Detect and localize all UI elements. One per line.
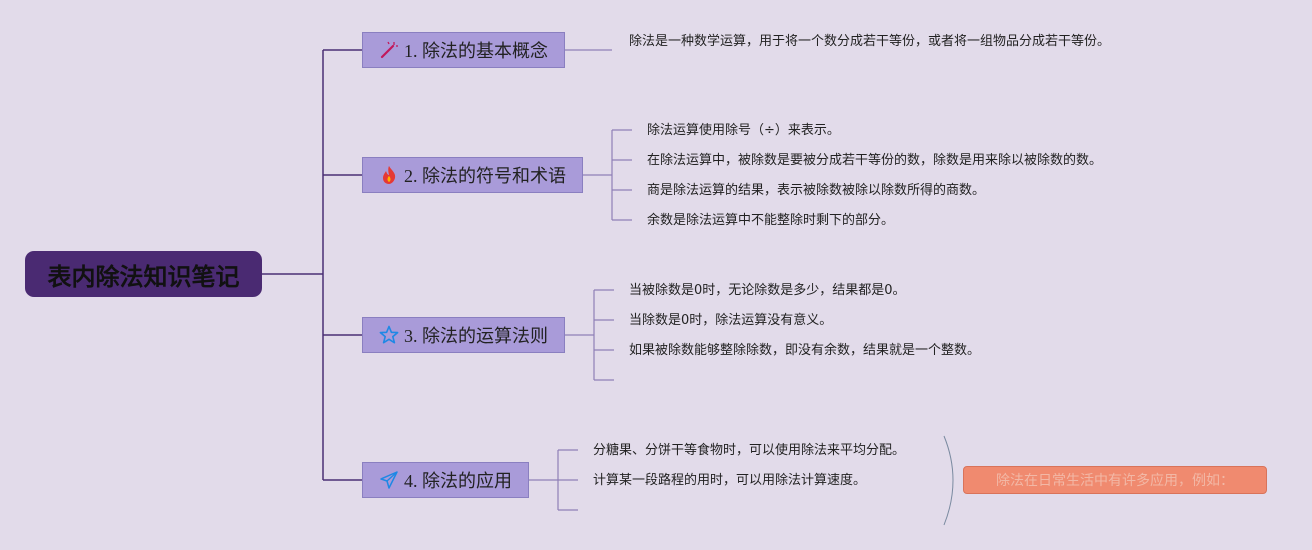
leaf-text: 计算某一段路程的用时，可以用除法计算速度。 <box>593 473 867 488</box>
summary-bracket <box>943 435 954 526</box>
leaf-text: 如果被除数能够整除除数，即没有余数，结果就是一个整数。 <box>629 343 981 358</box>
branch-applications[interactable]: 4. 除法的应用 <box>362 462 529 498</box>
branch-label: 4. 除法的应用 <box>404 471 512 491</box>
leaf-text: 当被除数是0时，无论除数是多少，结果都是0。 <box>629 283 906 298</box>
branch-label: 1. 除法的基本概念 <box>404 41 548 61</box>
fire-icon <box>379 165 399 185</box>
branch-label: 2. 除法的符号和术语 <box>404 166 566 186</box>
summary-note[interactable]: 除法在日常生活中有许多应用，例如： <box>963 466 1267 494</box>
leaf-text: 余数是除法运算中不能整除时剩下的部分。 <box>647 213 895 228</box>
leaf-text: 在除法运算中，被除数是要被分成若干等份的数，除数是用来除以被除数的数。 <box>647 153 1103 168</box>
branch-operation-rules[interactable]: 3. 除法的运算法则 <box>362 317 565 353</box>
root-title: 表内除法知识笔记 <box>47 262 240 291</box>
leaf-text: 当除数是0时，除法运算没有意义。 <box>629 313 833 328</box>
leaf-text: 除法运算使用除号（÷）来表示。 <box>647 123 840 138</box>
leaf-text: 商是除法运算的结果，表示被除数被除以除数所得的商数。 <box>647 183 986 198</box>
branch-label: 3. 除法的运算法则 <box>404 326 548 346</box>
magic-wand-icon <box>379 40 399 60</box>
star-icon <box>379 325 399 345</box>
leaf-text: 除法是一种数学运算，用于将一个数分成若干等份，或者将一组物品分成若干等份。 <box>629 34 1111 49</box>
paper-plane-icon <box>379 470 399 490</box>
root-topic[interactable]: 表内除法知识笔记 <box>25 251 262 297</box>
branch-basic-concept[interactable]: 1. 除法的基本概念 <box>362 32 565 68</box>
branch-symbols-terms[interactable]: 2. 除法的符号和术语 <box>362 157 583 193</box>
leaf-text: 分糖果、分饼干等食物时，可以使用除法来平均分配。 <box>593 443 906 458</box>
summary-note-text: 除法在日常生活中有许多应用，例如： <box>996 473 1234 489</box>
